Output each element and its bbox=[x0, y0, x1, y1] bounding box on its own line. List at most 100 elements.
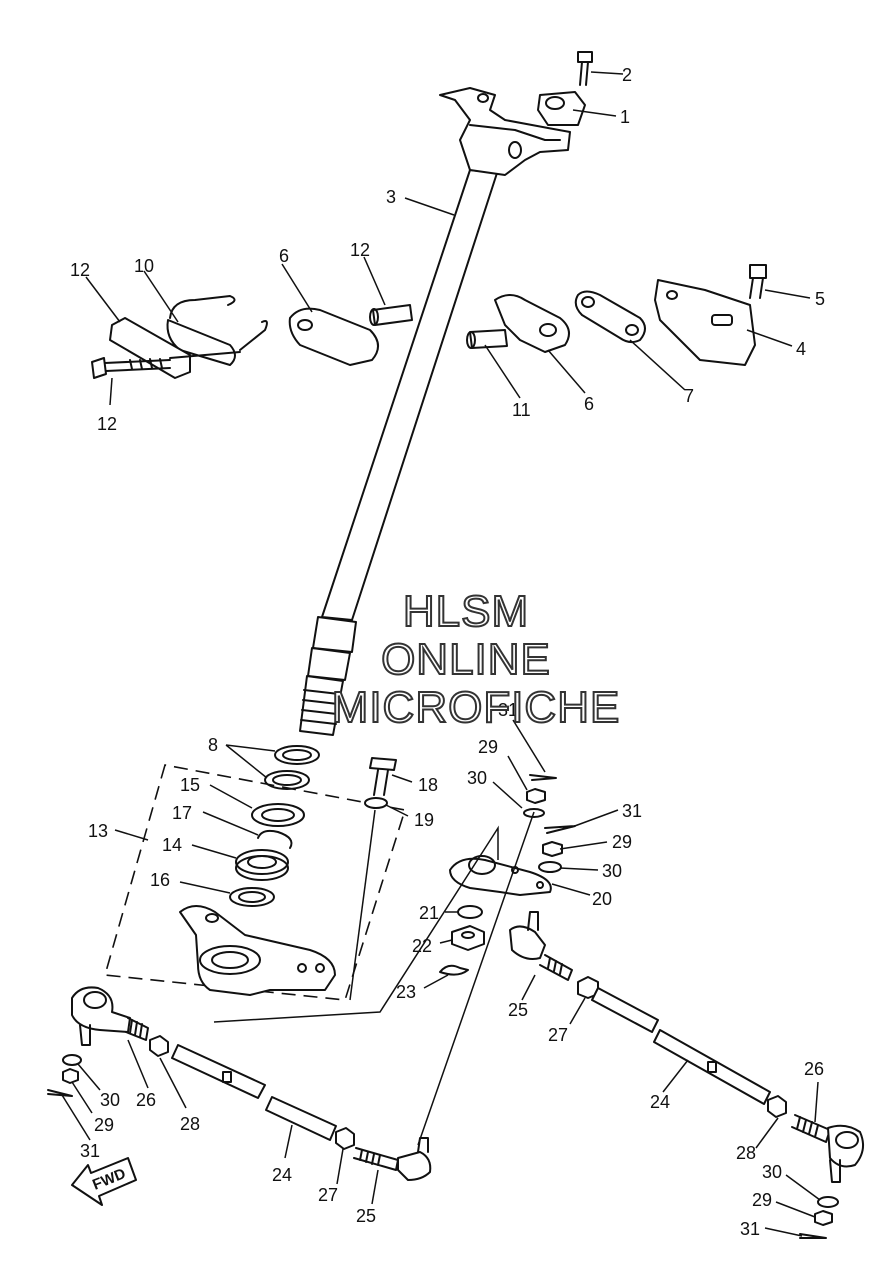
callout-1: 1 bbox=[620, 107, 630, 127]
callout-12: 12 bbox=[350, 240, 370, 260]
watermark-line-2: ONLINE bbox=[381, 635, 551, 684]
tie-rod-end-right-upper bbox=[509, 911, 573, 981]
callout-6-right: 6 bbox=[584, 394, 594, 414]
collar-left bbox=[369, 304, 413, 326]
tie-rod-end-left bbox=[71, 986, 149, 1046]
nut-29-mid bbox=[542, 841, 563, 857]
cotter-pin-31-right bbox=[799, 1233, 827, 1239]
steering-column bbox=[299, 87, 571, 736]
washer-21 bbox=[457, 905, 483, 919]
callout-16: 16 bbox=[150, 870, 170, 890]
callout-29-top: 29 bbox=[478, 737, 498, 757]
callout-14: 14 bbox=[162, 835, 182, 855]
watermark-line-1: HLSM bbox=[403, 587, 529, 636]
lock-washer bbox=[109, 317, 191, 379]
callout-17: 17 bbox=[172, 803, 192, 823]
bracket-bolt bbox=[749, 264, 767, 299]
callout-24-right: 24 bbox=[650, 1092, 670, 1112]
callout-9: 10 bbox=[134, 256, 154, 276]
holder-bracket bbox=[654, 279, 756, 366]
bolt-18 bbox=[369, 757, 397, 796]
clamp-bolt bbox=[577, 51, 593, 86]
watermark-line-3: MICROFICHE bbox=[332, 683, 621, 732]
callout-24-left: 24 bbox=[272, 1165, 292, 1185]
clamp-right bbox=[494, 294, 570, 353]
callout-28-left: 28 bbox=[180, 1114, 200, 1134]
callout-28-right: 28 bbox=[736, 1143, 756, 1163]
cotter-pin-31-mid bbox=[544, 825, 576, 834]
callout-25-left: 25 bbox=[356, 1206, 376, 1226]
nut-29-left bbox=[62, 1068, 79, 1084]
callout-6: 6 bbox=[279, 246, 289, 266]
watermark: HLSM ONLINE MICROFICHE bbox=[331, 586, 621, 733]
callout-31-mid: 31 bbox=[622, 801, 642, 821]
callout-21: 21 bbox=[419, 903, 439, 923]
assembly-line bbox=[417, 811, 535, 1146]
callout-11: 12 bbox=[70, 260, 90, 280]
callout-22: 22 bbox=[412, 936, 432, 956]
callout-20: 20 bbox=[592, 889, 612, 909]
callout-4: 4 bbox=[796, 339, 806, 359]
callout-30-mid: 30 bbox=[602, 861, 622, 881]
seal-15 bbox=[251, 803, 305, 827]
tie-rod-end-right-lower bbox=[791, 1114, 865, 1183]
tie-rod-right bbox=[591, 987, 771, 1105]
callout-3: 3 bbox=[386, 187, 396, 207]
nut-29-upper bbox=[526, 788, 546, 804]
upper-clamp bbox=[537, 91, 586, 126]
callout-13: 13 bbox=[88, 821, 108, 841]
callout-12-right: 11 bbox=[512, 400, 531, 420]
callout-29-left: 29 bbox=[94, 1115, 114, 1135]
bearing-housing-group-outline bbox=[103, 764, 407, 1001]
bearing-housing bbox=[179, 905, 336, 996]
pitman-arm bbox=[449, 855, 552, 896]
plate-right bbox=[574, 290, 646, 344]
callout-27-right: 27 bbox=[548, 1025, 568, 1045]
callout-26-left: 26 bbox=[136, 1090, 156, 1110]
callout-10: 12 bbox=[97, 414, 117, 434]
callout-31-top: 31 bbox=[498, 700, 518, 720]
cotter-pin-23 bbox=[439, 964, 469, 976]
callout-29-mid: 29 bbox=[612, 832, 632, 852]
nut-28-right bbox=[767, 1095, 787, 1118]
callout-15: 15 bbox=[180, 775, 200, 795]
callout-19: 19 bbox=[414, 810, 434, 830]
forward-arrow-icon: FWD bbox=[71, 1157, 137, 1206]
oil-seals bbox=[264, 745, 320, 790]
assembly-line bbox=[213, 825, 499, 1023]
callout-leaders bbox=[61, 71, 821, 1237]
washer-30-mid bbox=[538, 861, 562, 873]
nut-22 bbox=[451, 925, 485, 951]
callout-8: 8 bbox=[208, 735, 218, 755]
circlip bbox=[257, 829, 293, 849]
callout-31-right: 31 bbox=[740, 1219, 760, 1239]
callout-30-left: 30 bbox=[100, 1090, 120, 1110]
callout-29-right: 29 bbox=[752, 1190, 772, 1210]
callout-numbers: 2 1 3 12 6 10 12 5 4 7 6 11 12 31 8 29 3… bbox=[70, 65, 825, 1239]
callout-30-top: 30 bbox=[467, 768, 487, 788]
clamp-left bbox=[288, 307, 379, 366]
callout-30-right: 30 bbox=[762, 1162, 782, 1182]
nut-29-right bbox=[814, 1210, 833, 1226]
washer-19 bbox=[364, 797, 388, 809]
callout-7: 7 bbox=[684, 386, 694, 406]
tie-rod-left bbox=[171, 1044, 337, 1141]
nut-28-left bbox=[149, 1035, 169, 1057]
callout-31-left: 31 bbox=[80, 1141, 100, 1161]
cotter-pin-31-upper bbox=[529, 774, 557, 781]
cotter-pin-31-left bbox=[47, 1089, 73, 1097]
callout-18: 18 bbox=[418, 775, 438, 795]
washer-30-right bbox=[817, 1196, 839, 1208]
nut-27-left bbox=[335, 1127, 355, 1150]
bearing bbox=[235, 849, 289, 881]
callout-23: 23 bbox=[396, 982, 416, 1002]
callout-27-left: 27 bbox=[318, 1185, 338, 1205]
collar-right bbox=[466, 329, 508, 349]
callout-25-right: 25 bbox=[508, 1000, 528, 1020]
callout-26-right: 26 bbox=[804, 1059, 824, 1079]
washer-30-left bbox=[62, 1054, 82, 1066]
seal-16 bbox=[229, 887, 275, 907]
long-bolt bbox=[91, 351, 241, 379]
